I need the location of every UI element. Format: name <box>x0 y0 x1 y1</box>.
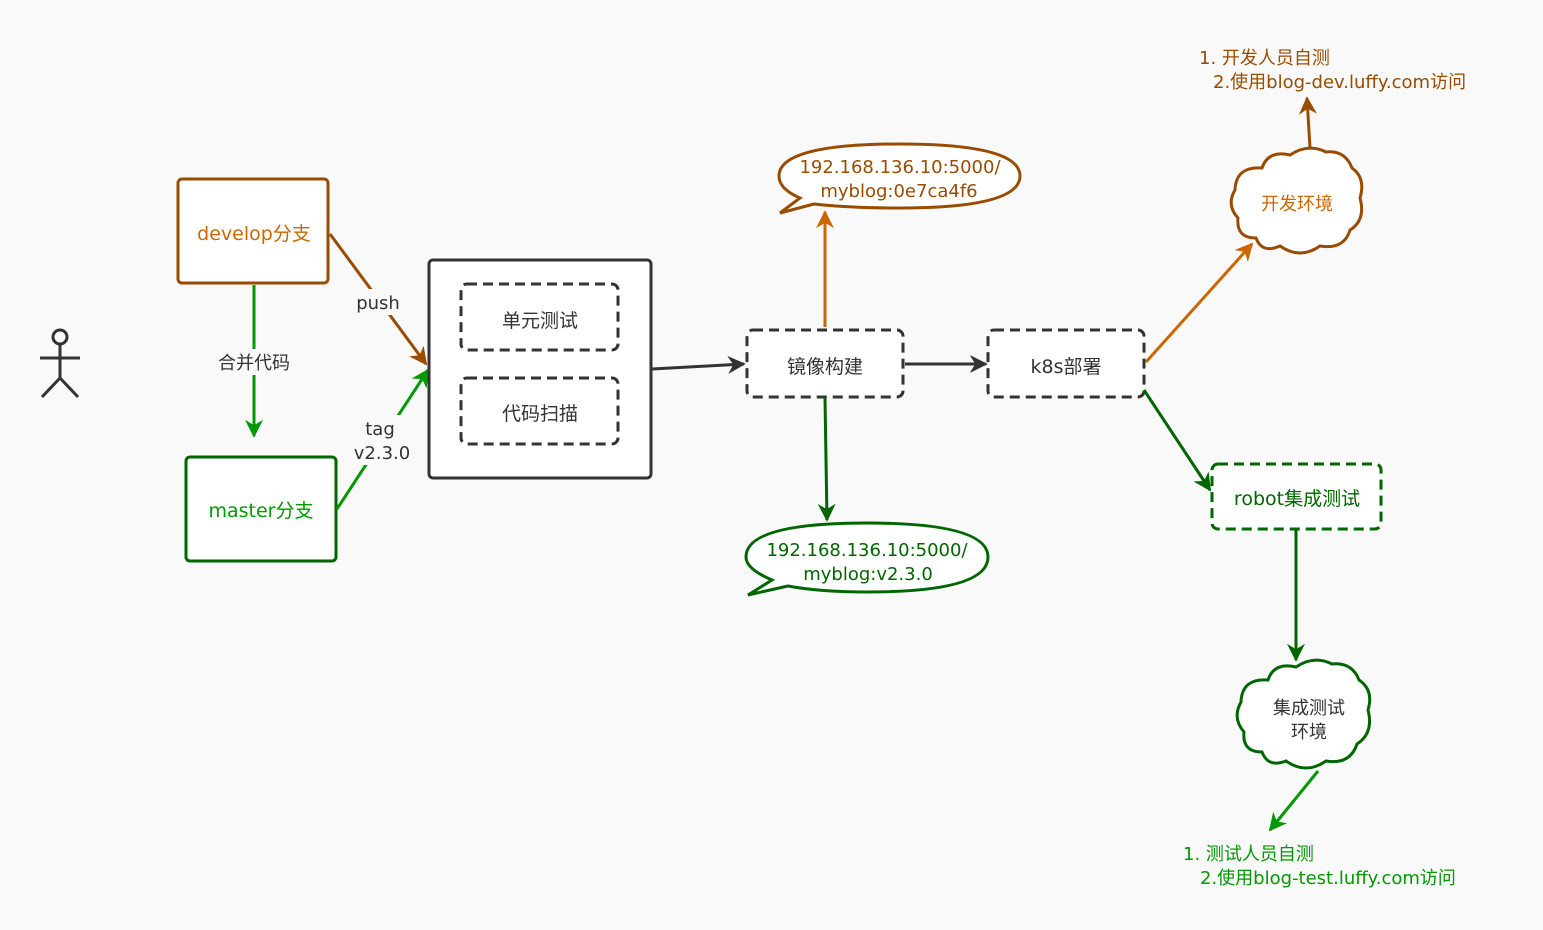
test-note-line2: 2.使用blog-test.luffy.com访问 <box>1200 868 1456 889</box>
ci-to-build-arrow <box>651 355 746 374</box>
test-env-label-line2: 环境 <box>1291 722 1327 743</box>
unit-test-label: 单元测试 <box>502 310 578 332</box>
k8s-to-dev-env-arrow <box>1144 242 1254 364</box>
k8s-to-robot-arrow <box>1142 389 1212 492</box>
test-note-line1: 1. 测试人员自测 <box>1183 844 1314 865</box>
test-env-to-note-arrow <box>1268 770 1320 832</box>
push-label: push <box>356 293 400 314</box>
robot-test-box <box>1210 462 1383 531</box>
master-branch-label: master分支 <box>208 500 313 522</box>
dev-image-line1: 192.168.136.10:5000/ <box>799 157 1001 178</box>
tag-label-bg <box>352 415 410 465</box>
dev-env-cloud <box>1229 146 1364 255</box>
dev-note-line2: 2.使用blog-dev.luffy.com访问 <box>1213 72 1466 93</box>
test-env-cloud <box>1235 658 1372 770</box>
release-image-line1: 192.168.136.10:5000/ <box>766 540 968 561</box>
release-image-line2: myblog:v2.3.0 <box>803 564 933 585</box>
image-build-box <box>745 328 905 399</box>
dev-note-line1: 1. 开发人员自测 <box>1199 48 1330 69</box>
develop-branch-box <box>176 177 330 285</box>
release-image-callout <box>744 521 990 597</box>
dev-image-line2: myblog:0e7ca4f6 <box>820 181 977 202</box>
dev-env-label: 开发环境 <box>1261 194 1333 215</box>
build-to-release-image-arrow <box>817 397 836 522</box>
develop-branch-label: develop分支 <box>197 223 311 245</box>
tag-label-line1: tag <box>365 419 395 440</box>
code-scan-label: 代码扫描 <box>502 403 578 425</box>
actor-icon <box>40 328 80 399</box>
dev-env-to-note-arrow <box>1298 96 1317 149</box>
merge-label: 合并代码 <box>218 353 290 374</box>
master-branch-box <box>184 455 338 563</box>
k8s-deploy-box <box>986 328 1146 399</box>
merge-label-bg <box>208 349 300 375</box>
robot-test-label: robot集成测试 <box>1234 488 1360 510</box>
image-build-label: 镜像构建 <box>787 356 863 378</box>
dev-image-callout <box>777 142 1022 215</box>
k8s-deploy-label: k8s部署 <box>1031 356 1102 378</box>
unit-test-box <box>459 282 620 352</box>
code-scan-box <box>459 376 620 446</box>
test-env-label-line1: 集成测试 <box>1273 698 1345 719</box>
push-label-bg <box>352 289 404 315</box>
tag-label-line2: v2.3.0 <box>354 443 410 464</box>
